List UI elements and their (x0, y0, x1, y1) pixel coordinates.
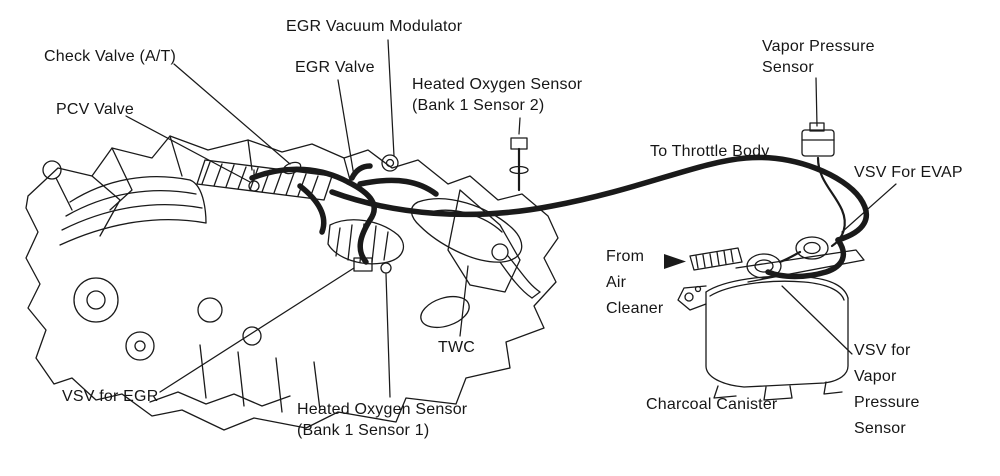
label-to-throttle-body: To Throttle Body (650, 143, 770, 160)
label-from-air-cleaner: From Air Cleaner (606, 248, 664, 317)
intake-manifold-drawing (59, 176, 207, 246)
vsv-vapor-drawing (746, 253, 782, 279)
label-egr-vacuum-modulator: EGR Vacuum Modulator (286, 18, 463, 35)
label-twc: TWC (438, 339, 476, 356)
vapor-pressure-sensor-drawing (801, 122, 846, 248)
leader-lines (125, 39, 897, 398)
air-flow-arrow-icon (664, 254, 686, 269)
label-heated-oxygen-sensor-bank1-sensor2: Heated Oxygen Sensor (Bank 1 Sensor 2) (412, 76, 583, 114)
label-egr-valve: EGR Valve (295, 59, 375, 76)
egr-components-drawing (248, 154, 399, 274)
label-heated-oxygen-sensor-bank1-sensor1: Heated Oxygen Sensor (Bank 1 Sensor 1) (297, 401, 468, 439)
label-charcoal-canister: Charcoal Canister (646, 396, 778, 413)
air-inlet-hose-drawing (689, 247, 743, 271)
label-vapor-pressure-sensor: Vapor Pressure Sensor (762, 38, 875, 76)
engine-line-art (25, 135, 559, 431)
label-vsv-for-evap: VSV For EVAP (854, 164, 963, 181)
label-vsv-for-vapor-pressure-sensor: VSV for Vapor Pressure Sensor (854, 342, 920, 437)
vsv-evap-drawing (778, 236, 829, 264)
oxygen-sensor-2-drawing (509, 137, 529, 192)
label-check-valve: Check Valve (A/T) (44, 48, 177, 65)
vacuum-hoses (249, 154, 870, 280)
label-vsv-for-egr: VSV for EGR (62, 388, 159, 405)
charcoal-canister-drawing (677, 249, 865, 401)
label-pcv-valve: PCV Valve (56, 101, 134, 118)
